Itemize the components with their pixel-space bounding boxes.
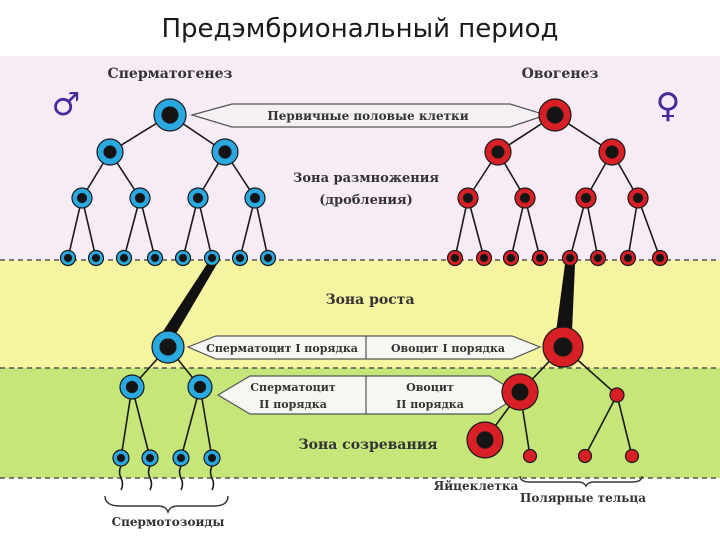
oogenesis-header: Овогенез: [522, 66, 599, 82]
male-cell-nucleus: [76, 192, 88, 204]
egg-label: Яйцеклетка: [434, 479, 519, 493]
banner-order1-left-label: Сперматоцит I порядка: [206, 342, 358, 355]
banner-order1-right-label: Овоцит I порядка: [391, 342, 505, 355]
female-oocyte-2-nucleus: [511, 383, 529, 401]
female-polar-body: [522, 448, 538, 464]
female-growth-wedge: [556, 264, 575, 332]
female-cells: [446, 98, 669, 464]
female-oogonium-nucleus: [535, 253, 545, 263]
polar-bodies-label: Полярные тельца: [520, 491, 646, 505]
female-cell-nucleus: [580, 192, 592, 204]
banner-order2-left-label-1: Сперматоцит: [250, 381, 336, 394]
banner-order1: [186, 335, 542, 360]
male-cell-nucleus: [103, 145, 117, 159]
female-oogonium-nucleus: [593, 253, 603, 263]
female-primary-cell-nucleus: [546, 106, 564, 124]
male-cell-nucleus: [134, 192, 146, 204]
female-polar-body: [624, 448, 640, 464]
male-cell-nucleus: [249, 192, 261, 204]
male-spermatogonium-nucleus: [263, 253, 273, 263]
spermatogenesis-header: Сперматогенез: [108, 66, 233, 82]
female-oogonium-nucleus: [450, 253, 460, 263]
female-cell-nucleus: [491, 145, 505, 159]
female-symbol-icon: ♀: [656, 86, 681, 126]
female-oogonium-nucleus: [479, 253, 489, 263]
male-spermatogonium-nucleus: [207, 253, 217, 263]
female-oogonium-nucleus: [655, 253, 665, 263]
male-spermatid-nucleus: [207, 453, 217, 463]
banner-order2-right-label-1: Овоцит: [406, 381, 454, 394]
zone-reproduction-label-1: Зона размножения: [293, 171, 439, 186]
female-polar-body: [609, 387, 625, 403]
female-oogonium-nucleus: [623, 253, 633, 263]
male-spermatid-nucleus: [116, 453, 126, 463]
male-spermatogonium-nucleus: [178, 253, 188, 263]
male-spermatocyte-1-nucleus: [159, 338, 177, 356]
male-spermatocyte-2-nucleus: [193, 380, 207, 394]
male-spermatid-nucleus: [145, 453, 155, 463]
male-spermatocyte-2-nucleus: [125, 380, 139, 394]
female-cell-nucleus: [462, 192, 474, 204]
female-egg-cell-nucleus: [476, 431, 494, 449]
sperm-brace: [104, 495, 229, 515]
zone-reproduction-label-2: (дробления): [319, 193, 413, 208]
male-tree-lines: [67, 114, 269, 259]
male-primary-cell-nucleus: [161, 106, 179, 124]
male-cells: [59, 98, 277, 467]
zone-growth-label: Зона роста: [325, 292, 414, 308]
female-oocyte-1-nucleus: [553, 337, 573, 357]
sperm-label: Спермотозоиды: [112, 515, 225, 529]
banner-order2-right-label-2: II порядка: [396, 398, 464, 411]
sperm-tails: [118, 465, 215, 491]
male-spermatogonium-nucleus: [150, 253, 160, 263]
banner-primary-cells-label: Первичные половые клетки: [267, 109, 468, 123]
male-growth-wedge: [160, 264, 217, 344]
female-cell-nucleus: [519, 192, 531, 204]
male-cell-nucleus: [192, 192, 204, 204]
male-spermatid-nucleus: [176, 453, 186, 463]
female-oogonium-nucleus: [565, 253, 575, 263]
female-polar-body: [577, 448, 593, 464]
male-spermatogonium-nucleus: [91, 253, 101, 263]
banner-order2-left-label-2: II порядка: [259, 398, 327, 411]
male-spermatogonium-nucleus: [119, 253, 129, 263]
page-title: Предэмбриональный период: [161, 14, 559, 44]
male-symbol-icon: ♂: [52, 85, 81, 123]
female-oogonium-nucleus: [506, 253, 516, 263]
female-cell-nucleus: [605, 145, 619, 159]
female-cell-nucleus: [632, 192, 644, 204]
male-maturation-lines: [120, 346, 213, 459]
female-maturation-lines: [484, 346, 633, 457]
male-spermatogonium-nucleus: [235, 253, 245, 263]
zone-maturation-label: Зона созревания: [299, 437, 438, 453]
female-tree-lines: [454, 114, 661, 259]
male-cell-nucleus: [218, 145, 232, 159]
male-spermatogonium-nucleus: [63, 253, 73, 263]
polar-bodies-brace: [519, 475, 643, 488]
